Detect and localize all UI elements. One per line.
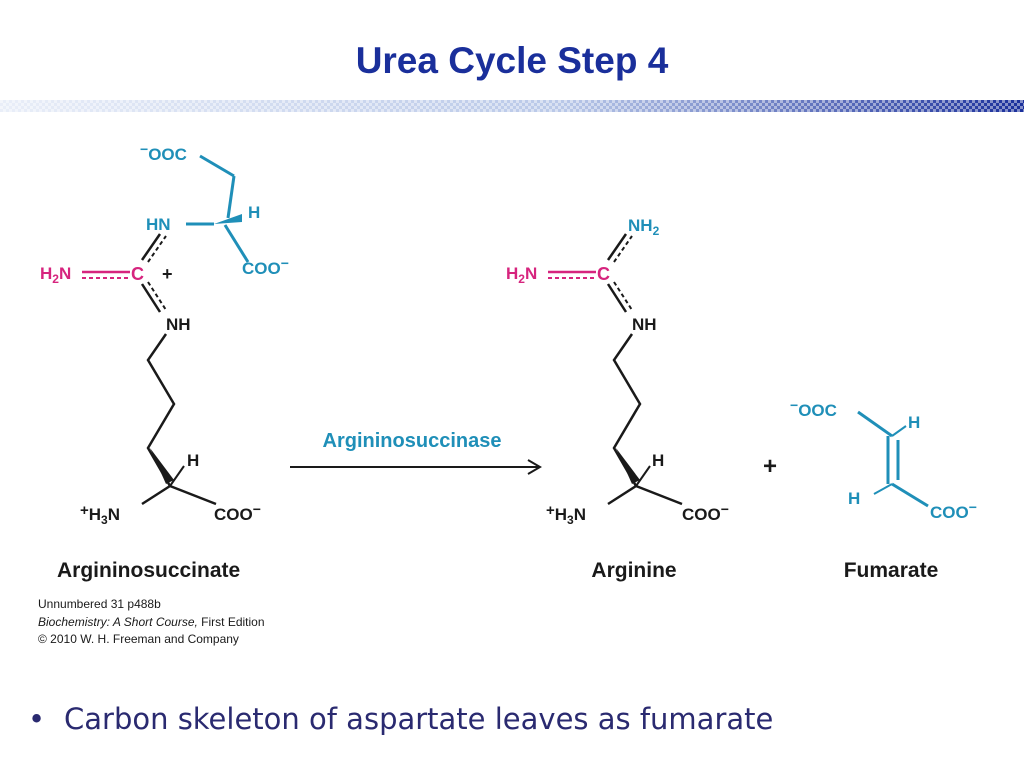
coo-bottom-label: COO−: [930, 499, 977, 522]
plus-sign: +: [763, 453, 777, 480]
caption-line-2: Biochemistry: A Short Course, First Edit…: [38, 615, 265, 629]
arginine-structure: NH2 H2N C NH H +H3N COO− Arginine: [506, 216, 729, 582]
arrowhead-icon: [527, 459, 542, 475]
argininosuccinate-structure: −OOC HN H COO− H2N C + NH H +H3N COO−: [40, 141, 289, 582]
enzyme-label: Argininosuccinase: [323, 430, 502, 452]
caption-book-title: Biochemistry: A Short Course,: [38, 615, 198, 629]
h3n-label: +H3N: [80, 502, 120, 527]
fumarate-structure: −OOC H H COO− Fumarate: [790, 397, 977, 582]
coo-side-label: COO−: [242, 255, 289, 278]
fumarate-name: Fumarate: [844, 559, 939, 582]
c-center-label: C: [131, 264, 144, 284]
bullet-marker: •: [28, 702, 46, 736]
h-alpha-label: H: [187, 451, 199, 470]
wedge-bond-icon: [616, 448, 640, 484]
nh-label: NH: [632, 315, 657, 334]
title-gradient-band: [0, 100, 1024, 112]
c-center-label: C: [597, 264, 610, 284]
h2n-label: H2N: [506, 264, 537, 286]
h-bottom-label: H: [848, 489, 860, 508]
bullet-text: Carbon skeleton of aspartate leaves as f…: [64, 702, 774, 736]
carboxylate-label: −OOC: [790, 397, 837, 420]
argininosuccinate-name: Argininosuccinate: [57, 559, 240, 582]
bullet-item: • Carbon skeleton of aspartate leaves as …: [28, 702, 773, 736]
carboxylate-label: −OOC: [140, 141, 187, 164]
h3n-label: +H3N: [546, 502, 586, 527]
caption-edition: First Edition: [197, 615, 265, 629]
wedge-bond-icon: [214, 214, 242, 224]
coo-main-label: COO−: [682, 501, 729, 524]
nh2-label: NH2: [628, 216, 660, 238]
h2n-label: H2N: [40, 264, 71, 286]
hn-label: HN: [146, 215, 171, 234]
caption-line-3: © 2010 W. H. Freeman and Company: [38, 632, 239, 646]
coo-main-label: COO−: [214, 501, 261, 524]
h-alpha-label: H: [652, 451, 664, 470]
arginine-name: Arginine: [591, 559, 676, 582]
h-stereo-label: H: [248, 203, 260, 222]
slide-title: Urea Cycle Step 4: [355, 40, 669, 81]
h-top-label: H: [908, 413, 920, 432]
wedge-bond-icon: [150, 448, 174, 484]
reaction-arrow: Argininosuccinase: [290, 430, 542, 475]
plus-charge-label: +: [162, 264, 173, 284]
caption-line-1: Unnumbered 31 p488b: [38, 597, 161, 611]
nh-label: NH: [166, 315, 191, 334]
